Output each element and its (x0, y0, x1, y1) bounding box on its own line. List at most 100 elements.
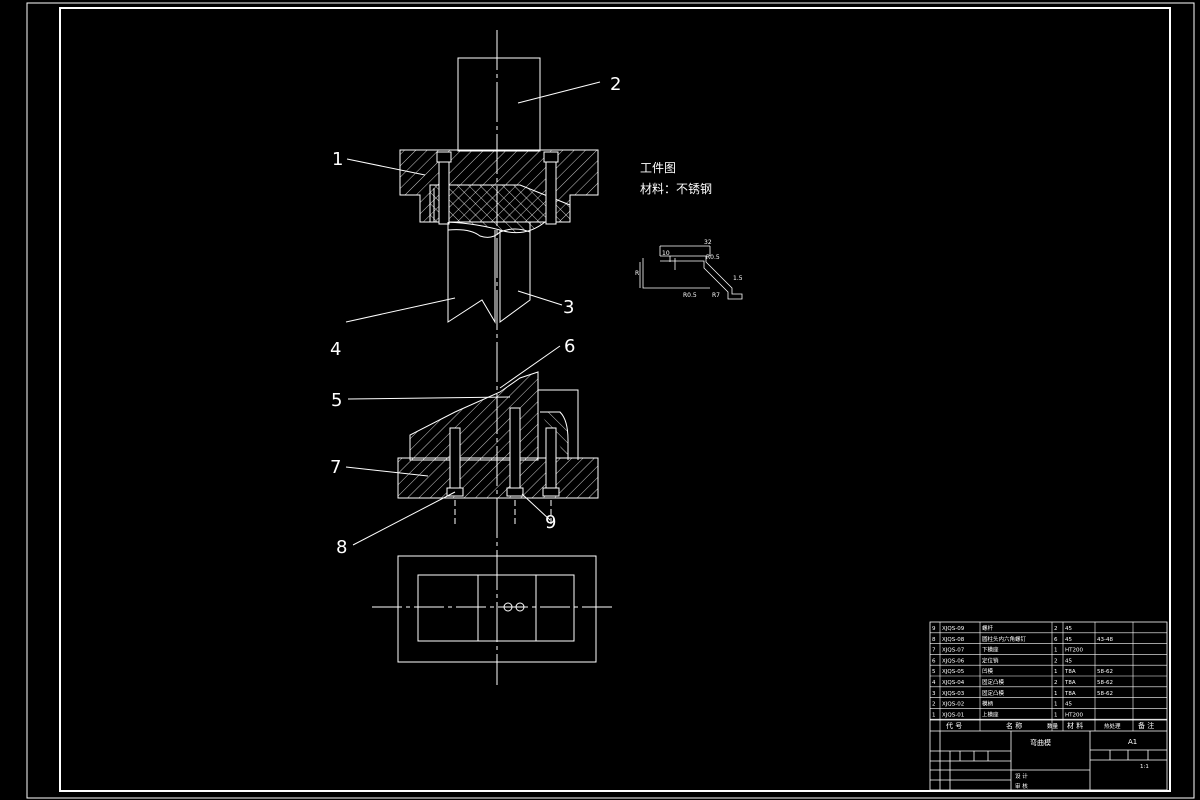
bom-cell-code: XJQS-05 (942, 669, 965, 675)
leader-lines (345, 81, 601, 546)
part-label-9: 9 (545, 512, 556, 533)
workpiece-sketch (639, 245, 743, 300)
bom-cell-no: 6 (932, 658, 936, 664)
bom-cell-hardness: 58-62 (1097, 680, 1113, 686)
bom-cell-name: 螺杆 (982, 624, 994, 632)
part-label-7: 7 (330, 457, 341, 478)
bom-cell-qty: 2 (1054, 680, 1058, 686)
dim-bottom: R7 (712, 292, 720, 299)
bom-cell-no: 7 (932, 648, 936, 654)
bom-cell-no: 1 (932, 712, 936, 718)
bom-cell-name: 下模座 (982, 646, 999, 654)
bom-cell-material: T8A (1064, 680, 1076, 686)
part-label-2: 2 (610, 74, 621, 95)
bom-cell-no: 8 (932, 637, 936, 643)
bom-cell-qty: 1 (1054, 702, 1058, 708)
bom-cell-material: 45 (1065, 626, 1072, 632)
part-label-4: 4 (330, 339, 341, 360)
header-material: 材 料 (1067, 721, 1083, 730)
bom-cell-material: T8A (1064, 691, 1076, 697)
bom-row: 9 XJQS-09 螺杆 2 45 (930, 624, 1167, 634)
bom-cell-qty: 2 (1054, 658, 1058, 664)
bom-cell-name: 模柄 (982, 700, 994, 708)
part-label-6: 6 (564, 336, 575, 357)
bom-cell-code: XJQS-04 (942, 680, 965, 686)
sign-design: 设 计 (1015, 772, 1028, 780)
bom-cell-qty: 2 (1054, 626, 1058, 632)
header-note: 备 注 (1138, 721, 1154, 730)
bom-row: 2 XJQS-02 模柄 1 45 (930, 700, 1167, 709)
bom-row: 8 XJQS-08 圆柱头内六角螺钉 6 45 43-48 (930, 635, 1167, 644)
header-qty: 数量 (1047, 722, 1059, 730)
bom-cell-no: 4 (932, 680, 936, 686)
workpiece-title: 工件图 (640, 161, 676, 175)
bom-cell-material: HT200 (1065, 648, 1083, 654)
upper-die (399, 57, 599, 324)
part-label-5: 5 (331, 390, 342, 411)
bom-cell-material: T8A (1064, 669, 1076, 675)
bom-cell-no: 9 (932, 626, 936, 632)
bom-cell-code: XJQS-09 (942, 626, 965, 632)
bom-cell-qty: 1 (1054, 712, 1058, 718)
bom-cell-qty: 1 (1054, 669, 1058, 675)
workpiece-material: 材料：不锈钢 (640, 182, 712, 196)
part-label-1: 1 (332, 149, 343, 170)
part-label-3: 3 (563, 297, 574, 318)
bom-cell-name: 圆柱头内六角螺钉 (982, 635, 1027, 643)
bom-cell-material: 45 (1065, 658, 1072, 664)
part-labels: 1 2 3 4 5 6 7 8 9 (330, 74, 621, 558)
bom-cell-code: XJQS-02 (942, 702, 964, 708)
bom-cell-code: XJQS-07 (942, 648, 965, 654)
bom-cell-hardness: 43-48 (1097, 637, 1113, 643)
bom-row: 3 XJQS-03 固定凸模 1 T8A 58-62 (930, 689, 1167, 698)
bom-cell-code: XJQS-03 (942, 691, 965, 697)
bom-cell-name: 固定凸模 (982, 689, 1005, 697)
title-block (929, 621, 1168, 791)
bom-cell-hardness: 58-62 (1097, 669, 1113, 675)
bom-cell-no: 2 (932, 702, 936, 708)
dim-thick: 1.5 (733, 275, 743, 282)
plan-view (372, 555, 614, 663)
bom-cell-code: XJQS-01 (942, 712, 964, 718)
bom-cell-code: XJQS-06 (942, 658, 965, 664)
sheet-size: A1 (1128, 738, 1137, 746)
bom-cell-name: 定位销 (982, 656, 999, 664)
bom-header: 代 号 名 称 数量 材 料 热处理 备 注 (946, 721, 1154, 730)
bom-cell-name: 上模座 (982, 710, 999, 718)
bom-cell-qty: 6 (1054, 637, 1058, 643)
bom-cell-code: XJQS-08 (942, 637, 965, 643)
dim-height: R (635, 270, 639, 277)
dim-top-width: 32 (704, 239, 712, 246)
sign-review: 审 核 (1015, 782, 1028, 790)
dim-r2: R0.5 (683, 292, 697, 299)
lower-die (397, 371, 599, 525)
drawing-name: 弯曲模 (1030, 738, 1051, 747)
part-label-8: 8 (336, 537, 347, 558)
bom-row: 5 XJQS-05 凹模 1 T8A 58-62 (930, 667, 1167, 677)
bom-row: 7 XJQS-07 下模座 1 HT200 (930, 646, 1167, 655)
bom-row: 4 XJQS-04 固定凸模 2 T8A 58-62 (930, 678, 1167, 688)
header-name: 名 称 (1006, 721, 1022, 730)
bom-cell-qty: 1 (1054, 648, 1058, 654)
scale: 1:1 (1140, 764, 1149, 770)
bom-row: 1 XJQS-01 上模座 1 HT200 (930, 710, 1167, 720)
bom-cell-material: 45 (1065, 637, 1072, 643)
bom-cell-name: 固定凸模 (982, 678, 1005, 686)
bom-cell-no: 5 (932, 669, 936, 675)
bom-cell-material: HT200 (1065, 712, 1083, 718)
bom-cell-hardness: 58-62 (1097, 691, 1113, 697)
bom-cell-qty: 1 (1054, 691, 1058, 697)
bom-row: 6 XJQS-06 定位销 2 45 (930, 656, 1167, 666)
dim-r1: R0.5 (706, 254, 720, 261)
header-hardness: 热处理 (1104, 722, 1121, 730)
header-code: 代 号 (946, 721, 962, 730)
workpiece-dims: 32 10 R R0.5 R7 R0.5 1.5 (635, 239, 743, 299)
dim-flange: 10 (662, 250, 670, 257)
bom-cell-no: 3 (932, 691, 936, 697)
bom-cell-material: 45 (1065, 702, 1072, 708)
bom-cell-name: 凹模 (982, 667, 994, 675)
outer-frame (26, 2, 1195, 799)
inner-frame (59, 7, 1171, 792)
